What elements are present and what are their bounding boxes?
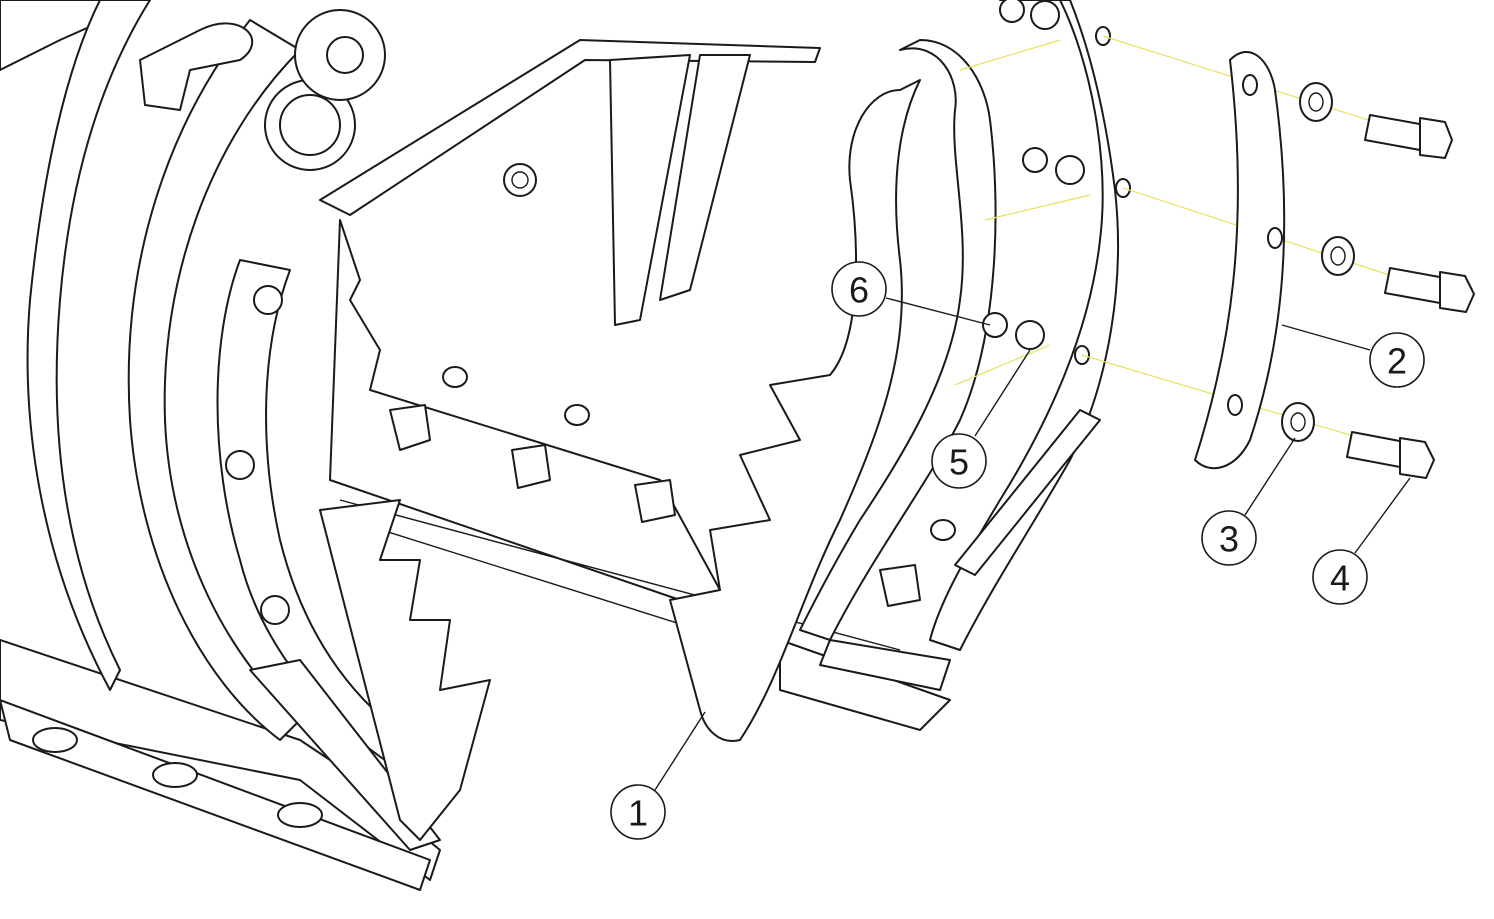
wear-strip-part-2: [1194, 50, 1286, 470]
callout-3: 3: [1201, 510, 1257, 566]
callout-6: 6: [831, 261, 887, 317]
alignment-guides: [954, 35, 1421, 451]
svg-text:4: 4: [1330, 558, 1350, 599]
side-plate: [799, 0, 1131, 691]
svg-text:3: 3: [1219, 519, 1239, 560]
callout-5: 5: [931, 433, 987, 489]
svg-text:5: 5: [949, 442, 969, 483]
bucket-center: [319, 39, 951, 841]
washers-part-3: [1281, 82, 1355, 442]
svg-text:6: 6: [849, 270, 869, 311]
bucket-frame: [0, 0, 441, 891]
callout-4: 4: [1312, 549, 1368, 605]
svg-text:1: 1: [628, 793, 648, 834]
callout-1: 1: [610, 784, 666, 840]
bolts-part-4: [1346, 114, 1475, 479]
svg-text:2: 2: [1387, 341, 1407, 382]
leader-lines: [654, 297, 1411, 791]
callout-2: 2: [1369, 332, 1425, 388]
